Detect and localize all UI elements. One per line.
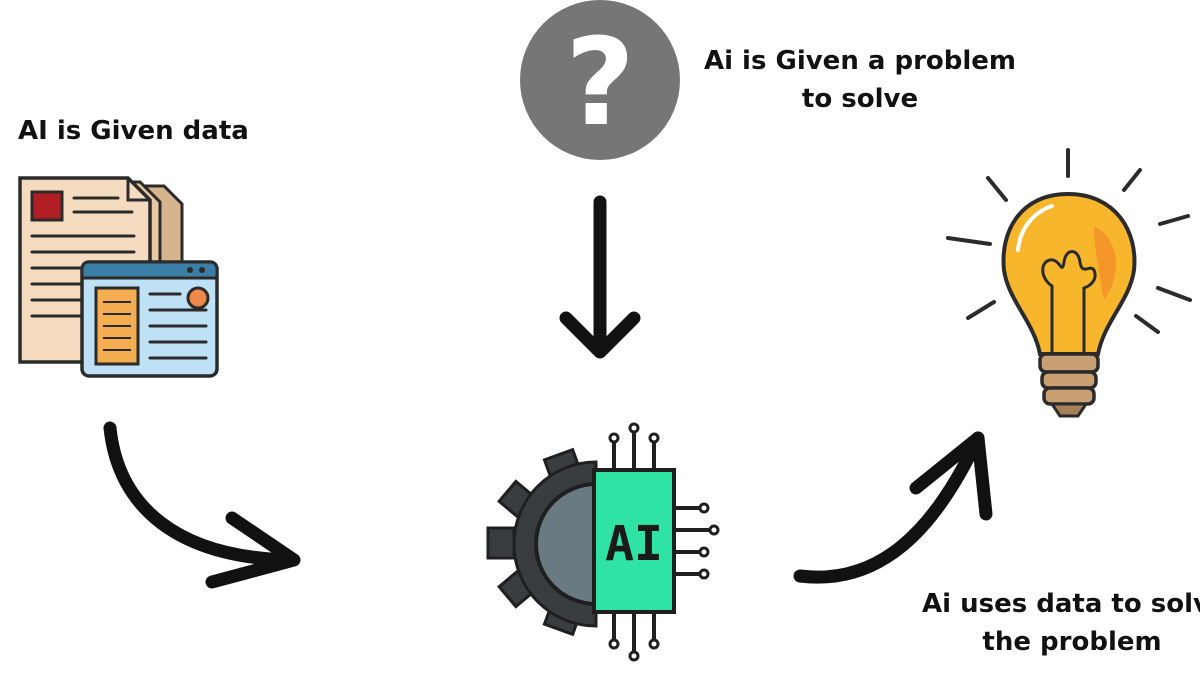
label-ai-given-problem-line1: Ai is Given a problem [703,46,1017,76]
label-ai-solves-problem-line2: the problem [982,627,1162,657]
lightbulb-icon [946,148,1192,418]
label-ai-given-data-text: AI is Given data [18,116,249,146]
chip-label: AI [605,516,663,572]
curved-arrow-solution-icon [793,431,993,584]
question-mark-icon: ? [520,0,680,160]
label-ai-given-problem: Ai is Given a problem to solve [700,42,1020,118]
documents-icon [18,176,219,378]
label-ai-given-problem-line2: to solve [801,84,919,114]
curved-arrow-data-icon [103,421,301,589]
label-ai-solves-problem-line1: Ai uses data to solve [922,589,1200,619]
down-arrow-icon [559,195,641,359]
label-ai-given-data: AI is Given data [18,112,249,150]
ai-gear-chip-icon: AI [486,422,720,662]
question-mark-glyph: ? [565,14,635,153]
label-ai-solves-problem: Ai uses data to solve the problem [922,585,1200,661]
